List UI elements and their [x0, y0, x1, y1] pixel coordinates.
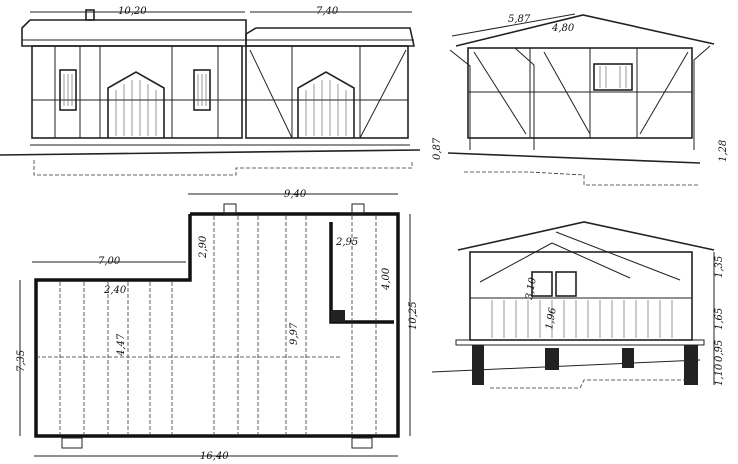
dim-plan-bay: 2,40: [103, 285, 127, 296]
dim-roof-slope: 5,87: [508, 14, 531, 25]
dim-section-upper: 1,35: [714, 256, 725, 278]
dim-side-left-height: 0,87: [432, 137, 443, 160]
dim-plan-left-depth: 7,35: [16, 350, 27, 372]
dim-section-floor: 0,95: [714, 340, 725, 362]
dim-front-right: 7,40: [316, 6, 339, 17]
dim-plan-left-top: 7,00: [98, 256, 121, 267]
dim-section-footing: 1,10: [714, 363, 725, 386]
dim-plan-top: 9,40: [284, 189, 307, 200]
dim-plan-bottom: 16,40: [200, 451, 229, 462]
cross-section: 3,10 1,96 1,35 1,65 0,95 1,10: [431, 221, 725, 389]
dim-plan-right-depth: 10,25: [408, 301, 419, 330]
dim-plan-inner-depth: 9,97: [289, 322, 300, 345]
dim-plan-notch: 2,90: [198, 235, 209, 259]
dim-section-wall: 1,65: [714, 308, 725, 330]
dim-plan-left-inner: 4,47: [116, 333, 127, 357]
side-elevation: 5,87 4,80 0,87 1,28: [432, 13, 729, 186]
dim-front-left: 10,20: [118, 6, 147, 17]
dim-roof-inner: 4,80: [551, 23, 575, 34]
dim-side-right-height: 1,28: [718, 140, 729, 162]
dim-section-inner: 1,96: [544, 306, 559, 330]
dim-section-height: 3,10: [524, 276, 539, 300]
dim-plan-room-width: 2,95: [335, 237, 358, 248]
floor-plan: 9,40 7,00 2,90 2,95 4,00 9,97 2,40 4,47 …: [16, 189, 419, 462]
front-elevation: 10,20 7,40: [0, 6, 421, 176]
dim-plan-room-depth: 4,00: [381, 267, 392, 291]
